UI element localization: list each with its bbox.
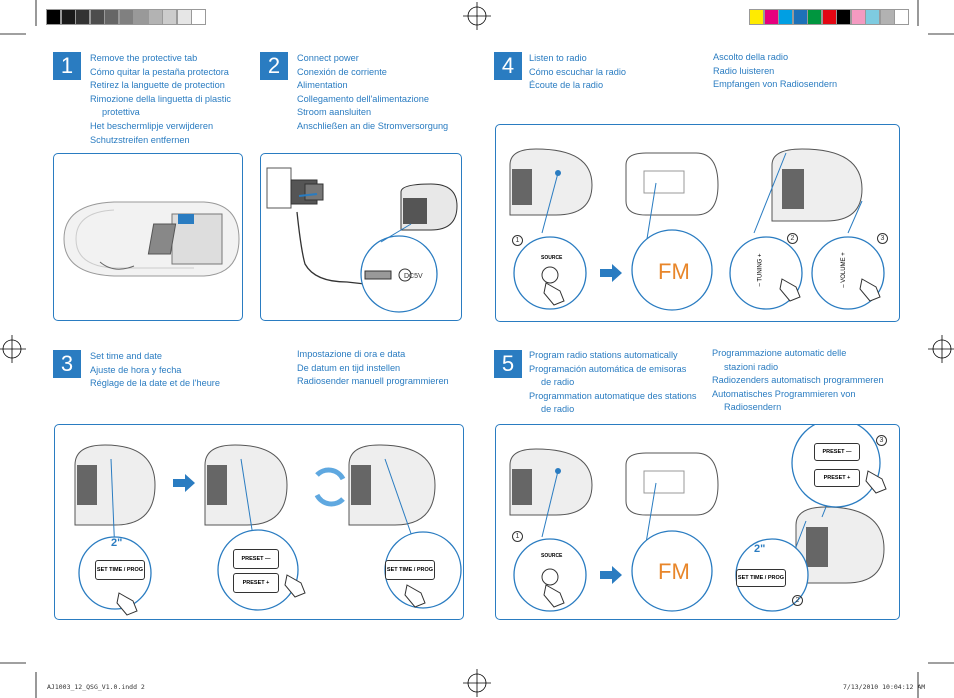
step-1-text: Remove the protective tab Cómo quitar la… — [90, 53, 231, 145]
step-2-illustration: DC5V — [260, 153, 462, 321]
step-5-text-a: Program radio stations automatically Pro… — [529, 350, 697, 415]
two-second-label-2: 2" — [754, 543, 766, 555]
color-swatch — [118, 9, 134, 25]
step-4-marker-1: 1 — [512, 235, 523, 246]
step-5-illustration: 1 2 3 SOURCE FM PRESET — PRESET + 2" SET… — [495, 424, 900, 620]
color-swatch — [821, 9, 837, 25]
preset-minus-button: PRESET — — [233, 549, 279, 569]
preset-plus-button: PRESET + — [233, 573, 279, 593]
step-5-number: 5 — [494, 350, 522, 378]
step-4-text-a: Listen to radio Cómo escuchar la radio É… — [529, 53, 627, 91]
clock-radio-tab-drawing — [63, 201, 240, 277]
color-swatch — [46, 9, 61, 25]
step-1-number: 1 — [53, 52, 81, 80]
tuning-label: – TUNING + — [757, 253, 764, 287]
step-3-text-b: Impostazione di ora e data De datum en t… — [297, 349, 449, 387]
color-swatch — [60, 9, 76, 25]
color-swatch — [792, 9, 808, 25]
step-3-number: 3 — [53, 350, 81, 378]
volume-label: – VOLUME + — [840, 252, 847, 288]
source-label-2: SOURCE — [541, 553, 563, 559]
power-adapter-drawing — [266, 167, 458, 313]
color-swatch — [865, 9, 880, 25]
color-swatch — [778, 9, 793, 25]
color-swatch — [894, 9, 909, 25]
set-time-button-3: SET TIME / PROG — [736, 569, 786, 587]
color-swatch — [104, 9, 119, 25]
color-swatch — [850, 9, 866, 25]
step-4-text-b: Ascolto della radio Radio luisteren Empf… — [713, 52, 838, 90]
color-swatch — [162, 9, 177, 25]
footer-date: 7/13/2010 10:04:12 AM — [843, 683, 926, 691]
color-swatch — [749, 9, 764, 25]
step-1-illustration — [53, 153, 243, 321]
preset-plus-button-2: PRESET + — [814, 469, 860, 487]
footer-file: AJ1003_12_QSG_V1.0.indd 2 — [47, 683, 145, 691]
step-5-marker-3: 3 — [876, 435, 887, 446]
step-3-text-a: Set time and date Ajuste de hora y fecha… — [90, 351, 220, 389]
color-swatch — [133, 9, 148, 25]
color-swatch — [147, 9, 163, 25]
step-5-marker-1: 1 — [512, 531, 523, 542]
set-time-button-2: SET TIME / PROG — [385, 560, 435, 580]
step-3-illustration: 2" SET TIME / PROG PRESET — PRESET + SET… — [54, 424, 464, 620]
listen-radio-drawing — [509, 148, 885, 311]
dc-label: DC5V — [404, 273, 423, 280]
color-swatch — [176, 9, 192, 25]
color-swatch — [807, 9, 822, 25]
color-swatch — [836, 9, 851, 25]
color-swatch — [191, 9, 206, 25]
step-4-illustration: 1 2 3 SOURCE FM – TUNING + – VOLUME + — [495, 124, 900, 322]
preset-minus-button-2: PRESET — — [814, 443, 860, 461]
step-4-marker-2: 2 — [787, 233, 798, 244]
step-5-marker-2: 2 — [792, 595, 803, 606]
step-4-number: 4 — [494, 52, 522, 80]
step-4-marker-3: 3 — [877, 233, 888, 244]
color-swatch — [763, 9, 779, 25]
step-5-text-b: Programmazione automatic delle stazioni … — [712, 348, 884, 413]
set-time-button: SET TIME / PROG — [95, 560, 145, 580]
step-2-text: Connect power Conexión de corriente Alim… — [297, 53, 449, 131]
color-swatch — [879, 9, 895, 25]
fm-display: FM — [658, 259, 690, 284]
step-2-number: 2 — [260, 52, 288, 80]
two-second-label: 2" — [111, 537, 123, 549]
fm-display-2: FM — [658, 559, 690, 584]
set-time-drawing — [74, 444, 462, 616]
color-swatch — [89, 9, 105, 25]
source-label: SOURCE — [541, 255, 563, 261]
auto-program-drawing — [509, 425, 887, 612]
color-swatch — [75, 9, 90, 25]
